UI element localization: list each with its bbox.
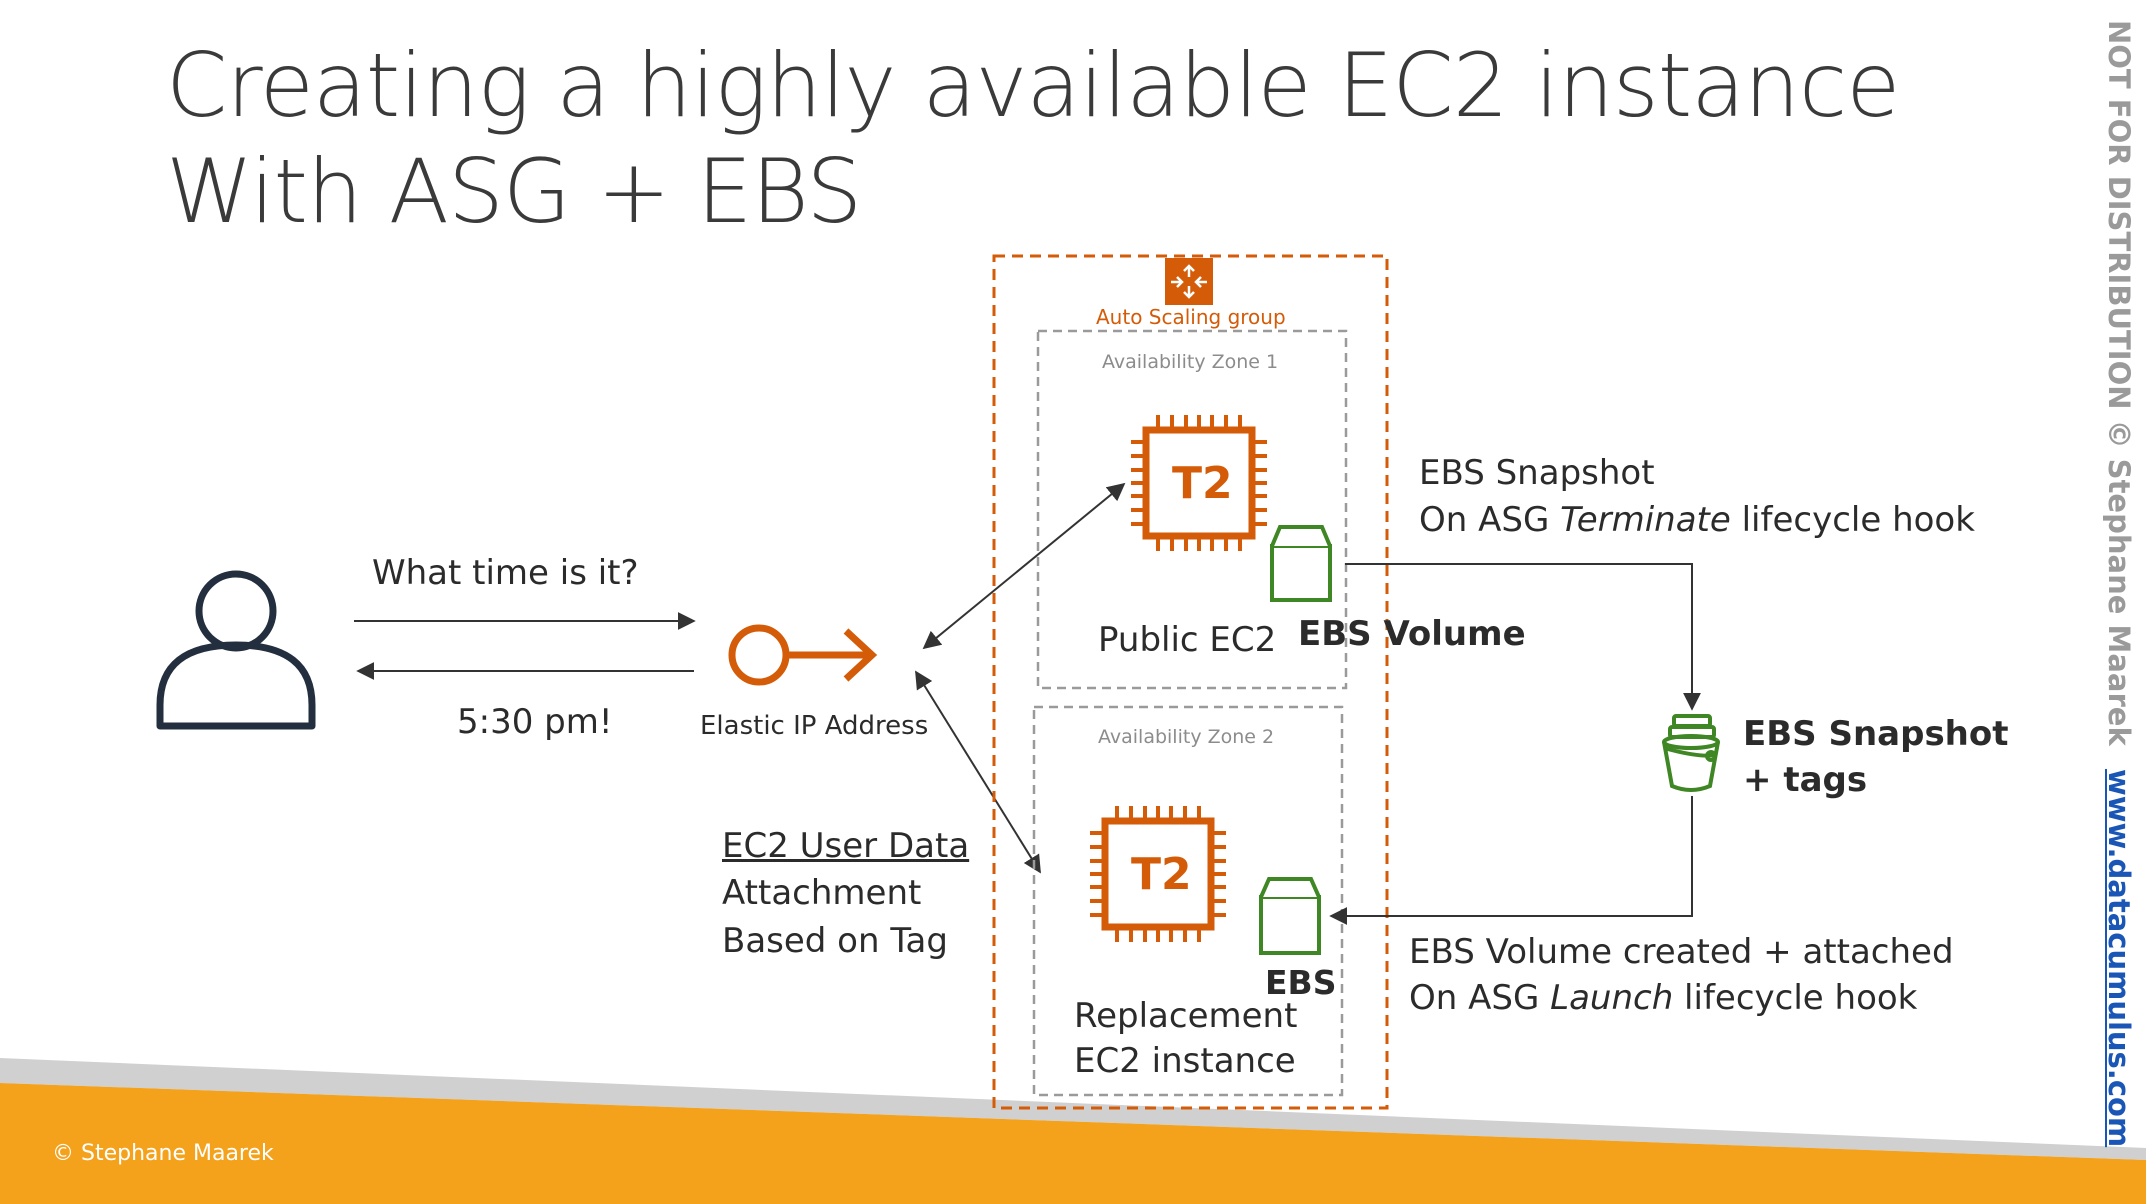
user-data-note-line1: EC2 User Data <box>722 826 970 866</box>
user-data-note-line3: Based on Tag <box>722 921 948 961</box>
attach-step-line1: EBS Volume created + attached <box>1409 932 1954 972</box>
replacement-ec2-label-line2: EC2 instance <box>1074 1041 1296 1081</box>
ec2-instance-icon-az1 <box>1131 415 1267 551</box>
volume-to-snapshot-arrow <box>1345 563 1701 711</box>
watermark-notice: NOT FOR DISTRIBUTION © Stephane Maarek <box>2102 20 2136 746</box>
user-question: What time is it? <box>372 553 639 593</box>
auto-scaling-group-icon <box>1165 258 1213 305</box>
snapshot-step-line2: On ASG Terminate lifecycle hook <box>1419 500 1975 540</box>
vertical-watermark: NOT FOR DISTRIBUTION © Stephane Maarek w… <box>2102 20 2136 1147</box>
user-icon <box>156 570 316 730</box>
eip-to-replacement-ec2-arrow <box>915 670 1041 874</box>
copyright-footer: © Stephane Maarek <box>52 1141 274 1166</box>
ec2-instance-icon-az2 <box>1090 806 1226 942</box>
ec2-chip-label-az1: T2 <box>1172 458 1233 509</box>
ebs-volume-label: EBS Volume <box>1298 614 1526 654</box>
ebs-snapshot-icon <box>1662 714 1720 792</box>
auto-scaling-group-label: Auto Scaling group <box>1096 305 1286 329</box>
replacement-ec2-label-line1: Replacement <box>1074 996 1298 1036</box>
ec2-chip-label-az2: T2 <box>1131 849 1192 900</box>
ebs-label-az2: EBS <box>1265 963 1337 1002</box>
availability-zone-1-label: Availability Zone 1 <box>1102 351 1279 373</box>
elastic-ip-icon <box>728 624 878 686</box>
footer-orange-band <box>0 1083 2146 1204</box>
auto-scaling-group-box <box>992 254 1389 1110</box>
availability-zone-2-box <box>1032 705 1344 1097</box>
ebs-volume-icon-az1 <box>1270 525 1332 602</box>
user-data-note-line2: Attachment <box>722 873 922 913</box>
ebs-snapshot-label-line1: EBS Snapshot <box>1743 714 2009 754</box>
ebs-volume-icon-az2 <box>1259 877 1321 955</box>
availability-zone-1-box <box>1036 329 1348 690</box>
slide-title-line2: With ASG + EBS <box>166 140 862 243</box>
slide-title-line1: Creating a highly available EC2 instance <box>166 34 1900 137</box>
watermark-url-link[interactable]: www.datacumulus.com <box>2102 768 2136 1148</box>
public-ec2-label: Public EC2 <box>1098 620 1277 660</box>
ebs-snapshot-label-line2: + tags <box>1743 760 1868 800</box>
snapshot-to-new-volume-arrow <box>1329 796 1693 925</box>
attach-step-line2: On ASG Launch lifecycle hook <box>1409 978 1918 1018</box>
eip-to-public-ec2-arrow <box>922 482 1126 650</box>
snapshot-step-line1: EBS Snapshot <box>1419 453 1655 493</box>
elastic-ip-label: Elastic IP Address <box>700 711 929 741</box>
server-answer: 5:30 pm! <box>457 702 613 742</box>
availability-zone-2-label: Availability Zone 2 <box>1098 726 1275 748</box>
